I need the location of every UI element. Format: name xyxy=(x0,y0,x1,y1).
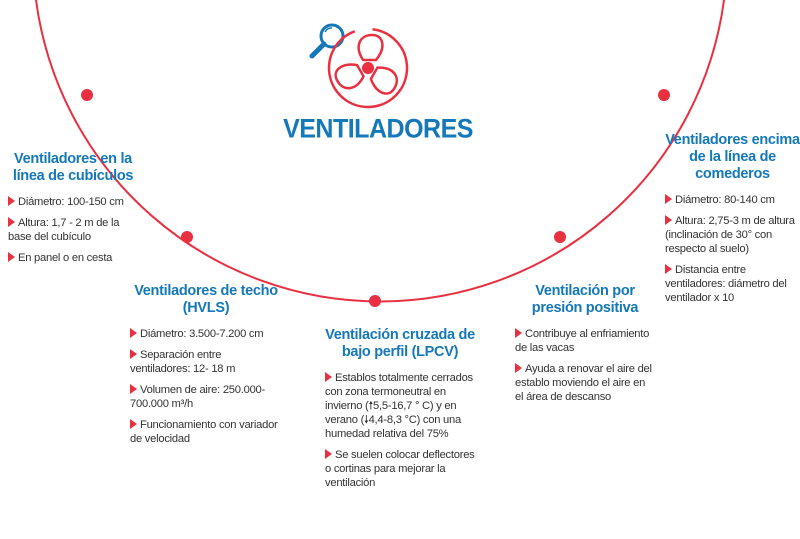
circle-arc xyxy=(35,0,725,303)
section-cubiculos: Ventiladores en la línea de cubículos Di… xyxy=(8,151,138,272)
list-item: En panel o en cesta xyxy=(8,251,138,265)
bullet-arrow-icon xyxy=(325,449,332,459)
section-lpcv: Ventilación cruzada de bajo perfil (LPCV… xyxy=(325,327,475,497)
list-item: Volumen de aire: 250.000-700.000 m³/h xyxy=(130,384,265,410)
bullet-arrow-icon xyxy=(130,384,137,394)
bullet-arrow-icon xyxy=(325,372,332,382)
section-hvls: Ventiladores de techo (HVLS) Diámetro: 3… xyxy=(130,283,282,453)
bullet-arrow-icon xyxy=(665,194,672,204)
magnifier-icon xyxy=(309,23,345,59)
section-title: Ventiladores en la línea de cubículos xyxy=(12,151,134,184)
list-item: Diámetro: 80-140 cm xyxy=(665,193,800,207)
page-title: VENTILADORES xyxy=(283,113,473,145)
list-item: Ayuda a renovar el aire del establo movi… xyxy=(515,363,652,403)
section-presion: Ventilación por presión positiva Contrib… xyxy=(515,283,655,411)
list-item: Se suelen colocar deflectores o cortinas… xyxy=(325,449,475,489)
node-dot-hvls xyxy=(181,231,193,243)
bullet-arrow-icon xyxy=(8,217,15,227)
bullet-list: Diámetro: 80-140 cm Altura: 2,75-3 m de … xyxy=(665,193,800,305)
list-item: Funcionamiento con variador de velocidad xyxy=(130,419,278,445)
bullet-list: Contribuye al enfriamiento de las vacas … xyxy=(515,327,655,404)
list-item: Contribuye al enfriamiento de las vacas xyxy=(515,328,650,354)
bullet-arrow-icon xyxy=(8,252,15,262)
node-dot-presion xyxy=(554,231,566,243)
bullet-arrow-icon xyxy=(8,196,15,206)
bullet-list: Diámetro: 100-150 cm Altura: 1,7 - 2 m d… xyxy=(8,195,138,265)
node-dot-cubiculos xyxy=(81,89,93,101)
fan-icon xyxy=(327,27,409,109)
list-item: Establos totalmente cerrados con zona te… xyxy=(325,372,473,440)
bullet-arrow-icon xyxy=(130,328,137,338)
list-item: Diámetro: 3.500-7.200 cm xyxy=(130,327,282,341)
list-item: Separación entre ventiladores: 12- 18 m xyxy=(130,349,236,375)
list-item: Diámetro: 100-150 cm xyxy=(8,195,138,209)
list-item: Altura: 1,7 - 2 m de la base del cubícul… xyxy=(8,217,120,243)
bullet-arrow-icon xyxy=(515,328,522,338)
section-title: Ventiladores de techo (HVLS) xyxy=(134,283,278,316)
bullet-arrow-icon xyxy=(515,363,522,373)
bullet-arrow-icon xyxy=(130,419,137,429)
node-dot-comederos xyxy=(658,89,670,101)
bullet-list: Establos totalmente cerrados con zona te… xyxy=(325,371,475,490)
bullet-arrow-icon xyxy=(130,349,137,359)
list-item: Distancia entre ventiladores: diámetro d… xyxy=(665,264,787,304)
bullet-arrow-icon xyxy=(665,215,672,225)
section-title: Ventilación por presión positiva xyxy=(531,283,639,316)
section-title: Ventiladores encima de la línea de comed… xyxy=(665,132,800,182)
node-dot-lpcv xyxy=(369,295,381,307)
list-item: Altura: 2,75-3 m de altura (inclinación … xyxy=(665,215,795,255)
section-comederos: Ventiladores encima de la línea de comed… xyxy=(665,132,800,312)
bullet-arrow-icon xyxy=(665,264,672,274)
bullet-list: Diámetro: 3.500-7.200 cm Separación entr… xyxy=(130,327,282,446)
section-title: Ventilación cruzada de bajo perfil (LPCV… xyxy=(325,327,475,360)
